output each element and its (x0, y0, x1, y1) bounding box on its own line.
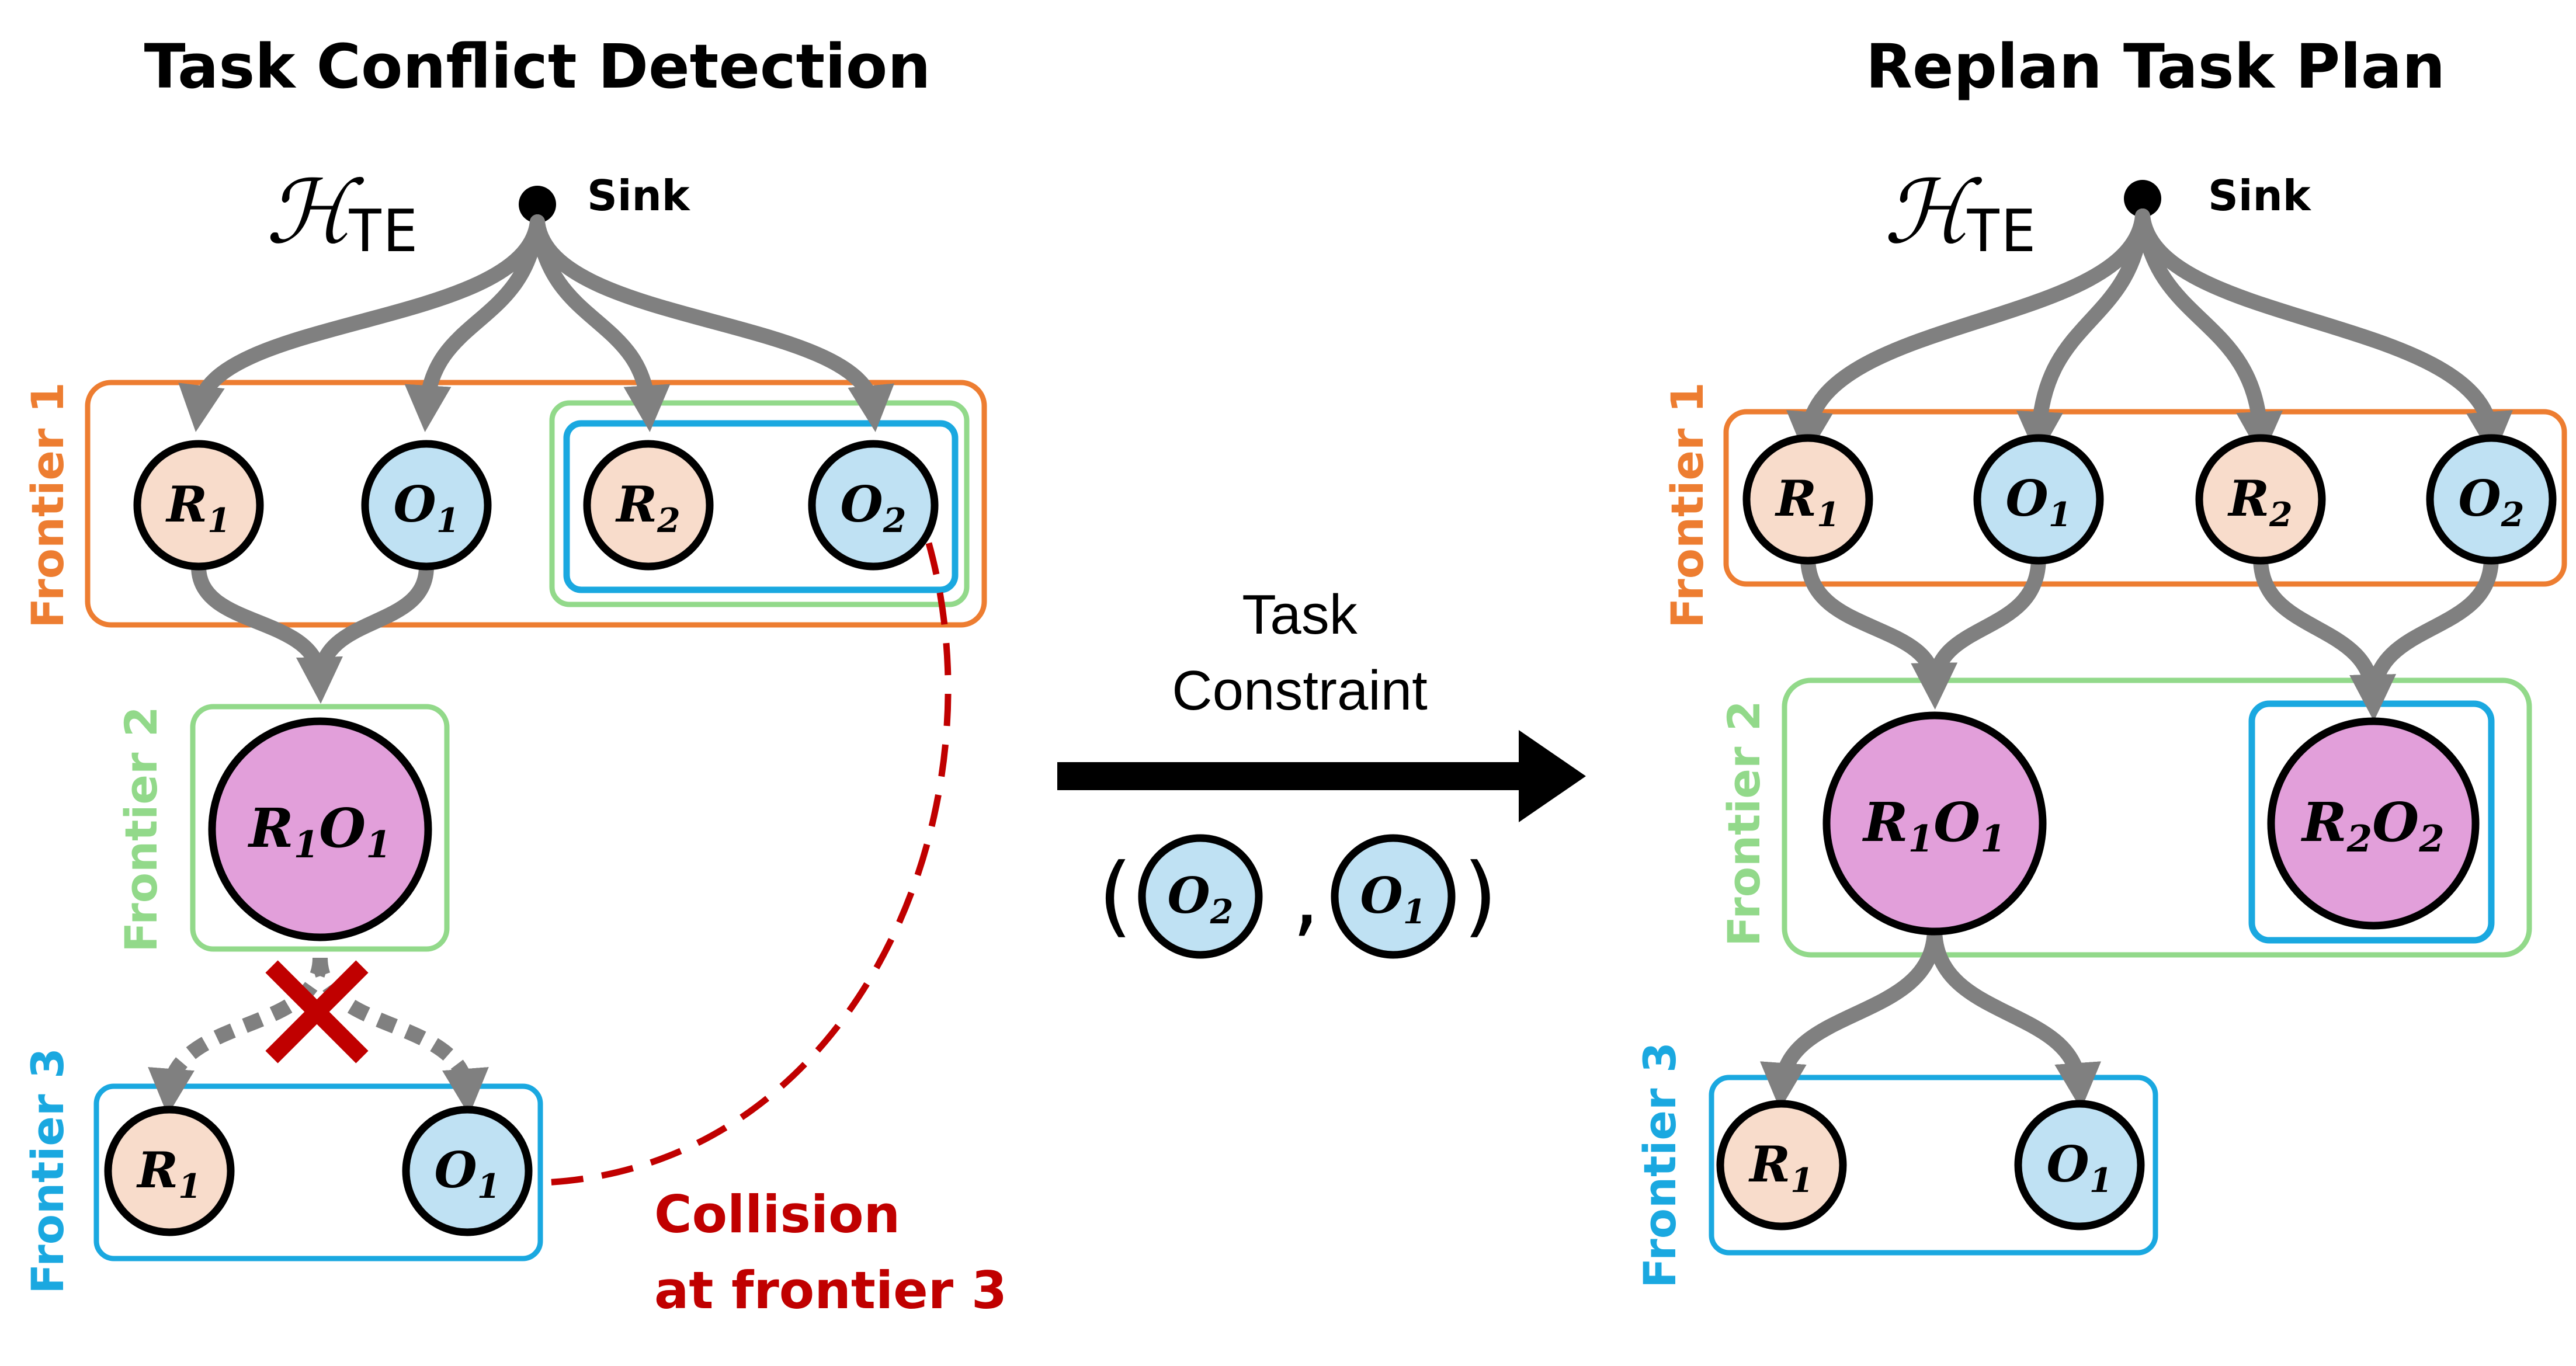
constraint-label-line2: Constraint (1172, 659, 1428, 722)
right-frontier2-label: Frontier 2 (1718, 700, 1770, 947)
left-frontier1-label: Frontier 1 (22, 382, 74, 628)
left-frontier1-box (85, 380, 987, 628)
right-sink-label: Sink (2208, 171, 2312, 220)
left-sink-node (519, 186, 556, 223)
right-f2-f3-edges (1760, 921, 2101, 1110)
svg-text:R2: R2 (615, 475, 681, 540)
svg-text:R1O1: R1O1 (247, 797, 391, 866)
constraint-comma: , (1292, 845, 1320, 947)
left-edge-sink-o2 (530, 214, 894, 432)
left-f1-f2-edges (191, 559, 434, 704)
left-sink-label: Sink (587, 171, 691, 220)
left-hte-symbol: ℋ (266, 162, 364, 263)
left-edge-sink-o1 (404, 214, 545, 432)
right-edge-sink-o1 (2016, 208, 2150, 458)
svg-text:O1: O1 (2006, 470, 2072, 534)
svg-text:R1: R1 (136, 1141, 202, 1206)
right-node-o1-frontier3: O1 (2014, 1100, 2145, 1231)
left-sink-edges (178, 214, 894, 432)
right-node-r2-frontier1: R2 (2195, 434, 2326, 565)
right-edge-o1-r1o1 (1927, 550, 2046, 694)
left-title: Task Conflict Detection (144, 31, 931, 102)
left-node-r2-frontier1: R2 (583, 440, 714, 571)
constraint-node-o2: O2 (1138, 834, 1263, 959)
svg-text:R2O2: R2O2 (2300, 791, 2445, 860)
constraint-close-paren: ) (1463, 845, 1498, 947)
left-node-o1-frontier1: O1 (361, 440, 492, 571)
right-edge-r1o1-o1 (1927, 921, 2101, 1110)
right-frontier2-box (1782, 677, 2532, 958)
constraint-node-o1: O1 (1331, 834, 1456, 959)
right-node-o2-frontier1: O2 (2426, 434, 2557, 565)
right-frontier1-box (1723, 409, 2567, 587)
left-frontier2-label: Frontier 2 (115, 706, 167, 953)
right-title: Replan Task Plan (1866, 31, 2445, 102)
right-node-o1-frontier1: O1 (1973, 434, 2104, 565)
right-sink-node (2124, 180, 2161, 217)
right-edge-r1o1-r1 (1760, 921, 1942, 1110)
left-edge-o1-r1o1 (313, 559, 434, 688)
node-label: R (165, 475, 207, 533)
right-edge-sink-r1 (1786, 208, 2150, 458)
left-node-r1o1-frontier2: R1O1 (208, 717, 432, 941)
left-blocked-edges (148, 957, 489, 1115)
svg-text:O2: O2 (2459, 470, 2525, 534)
svg-text:O1: O1 (1360, 867, 1426, 931)
left-frontier1-blue-box (563, 420, 959, 593)
collision-label-line2: at frontier 3 (654, 1260, 1007, 1320)
left-blocked-edge-r1 (148, 957, 328, 1115)
right-edge-o2-r2o2 (2366, 550, 2499, 705)
svg-text:R2: R2 (2227, 470, 2293, 534)
right-node-r2o2-frontier2: R2O2 (2267, 717, 2480, 930)
right-node-r1o1-frontier2: R1O1 (1822, 711, 2047, 936)
right-edge-sink-o2 (2135, 208, 2513, 458)
right-frontier3-box (1709, 1075, 2158, 1256)
left-edge-sink-r2 (530, 214, 671, 432)
svg-text:O2: O2 (1168, 867, 1234, 931)
right-frontier1-label: Frontier 1 (1661, 382, 1713, 628)
left-blocked-edge-o1 (313, 957, 489, 1115)
left-node-o1-frontier3: O1 (402, 1106, 533, 1236)
left-edge-r1-r1o1 (191, 559, 343, 704)
svg-text:O1: O1 (2047, 1135, 2113, 1200)
right-node-r1-frontier1: R1 (1742, 434, 1873, 565)
svg-text:R1: R1 (165, 475, 231, 540)
left-frontier3-label: Frontier 3 (22, 1048, 74, 1294)
svg-text:R1O1: R1O1 (1862, 791, 2006, 860)
collision-label-line1: Collision (654, 1184, 900, 1245)
left-frontier1-green-box (549, 400, 970, 607)
left-node-o2-frontier1: O2 (808, 440, 939, 571)
constraint-open-paren: ( (1098, 845, 1133, 947)
svg-text:O1: O1 (435, 1141, 501, 1206)
left-node-r1-frontier3: R1 (104, 1106, 235, 1236)
right-f1-f2-edges (1800, 550, 2499, 721)
right-node-r1-frontier3: R1 (1716, 1100, 1847, 1231)
constraint-label-line1: Task (1242, 583, 1358, 646)
constraint-arrow-icon (1057, 730, 1586, 822)
left-node-r1-frontier1: R1 (133, 440, 264, 571)
svg-text:O2: O2 (841, 475, 907, 540)
svg-text:R1: R1 (1775, 470, 1840, 534)
left-hte-subscript: TE (348, 197, 418, 265)
left-frontier2-box (190, 704, 450, 952)
conflict-x-icon (265, 960, 369, 1063)
left-frontier3-box (93, 1083, 543, 1261)
right-hte-symbol: ℋ (1884, 162, 1983, 263)
svg-text:O1: O1 (394, 475, 460, 540)
collision-dashed-line (543, 542, 952, 1186)
right-frontier3-label: Frontier 3 (1634, 1042, 1686, 1288)
right-edge-r1-r1o1 (1800, 550, 1958, 710)
right-edge-sink-r2 (2135, 208, 2283, 458)
right-edge-r2-r2o2 (2253, 550, 2397, 721)
right-hte-subscript: TE (1966, 197, 2036, 265)
right-sink-edges (1786, 208, 2513, 458)
left-edge-sink-r1 (178, 214, 545, 432)
svg-text:R1: R1 (1748, 1135, 1814, 1200)
